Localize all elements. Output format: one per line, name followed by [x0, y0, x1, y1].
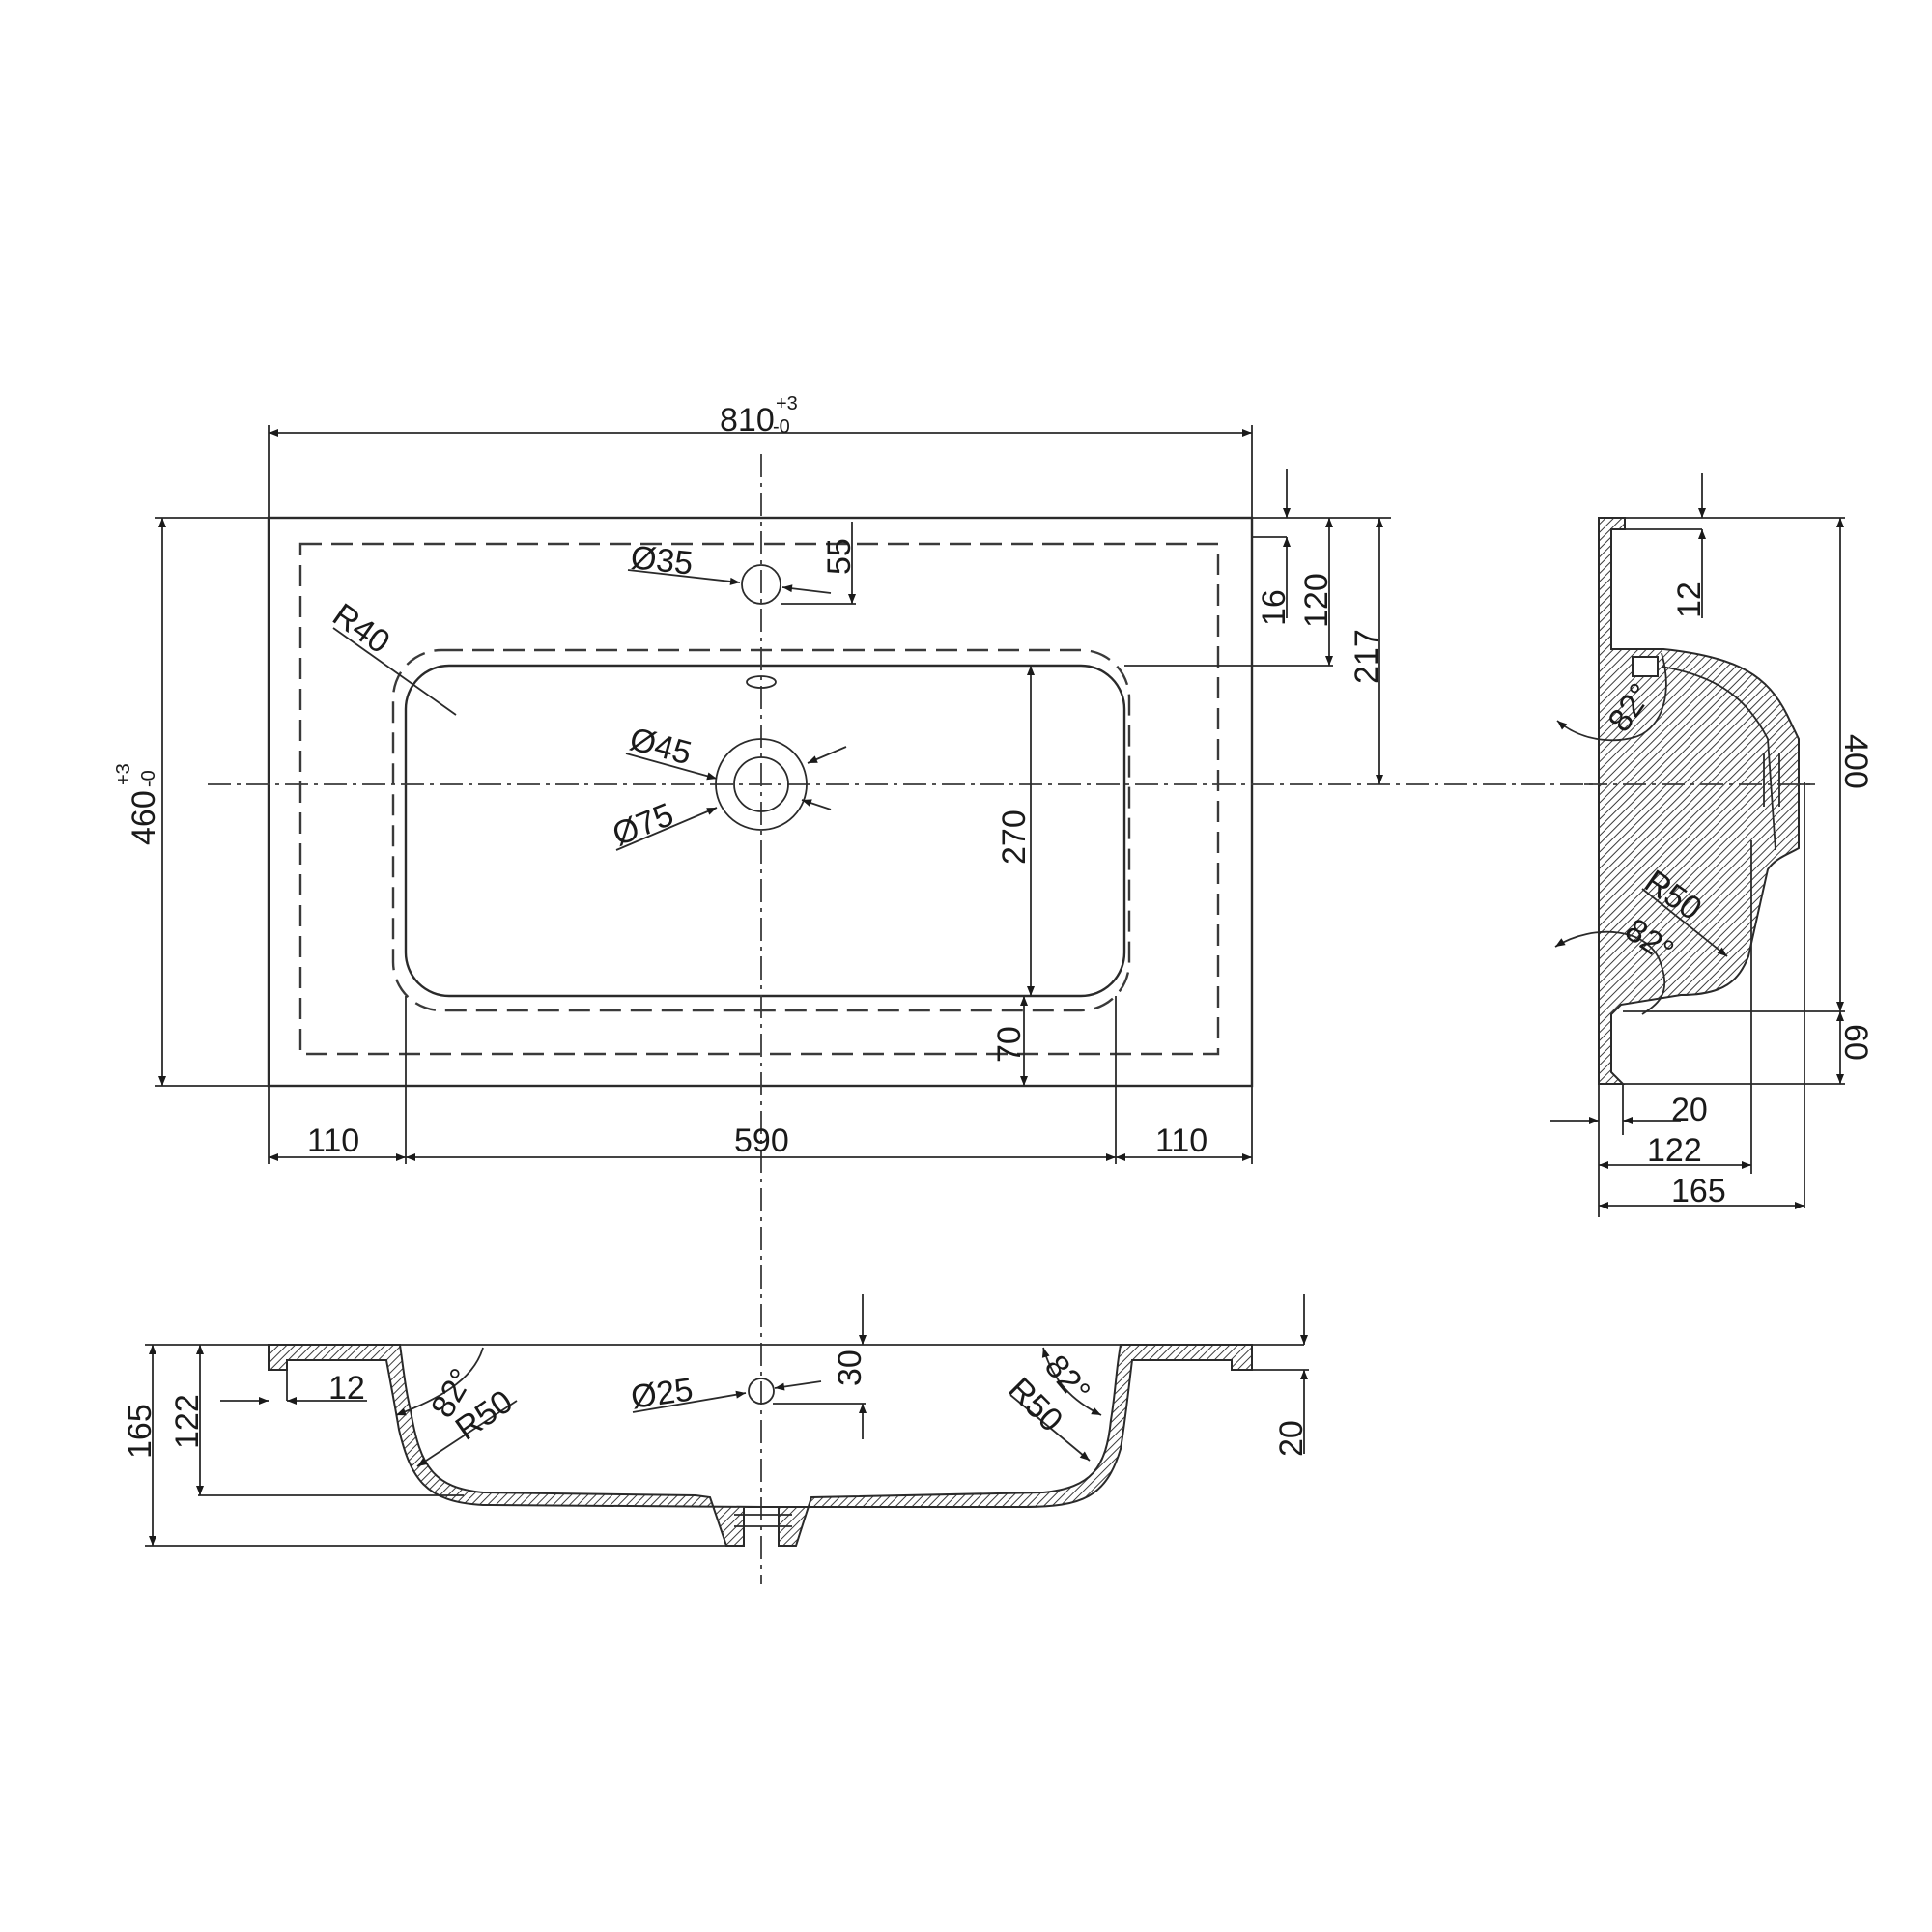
- dim-side-inner-height: 122: [1647, 1132, 1702, 1169]
- dim-overflow-offset: 30: [832, 1350, 868, 1386]
- drain-inner: [733, 756, 789, 812]
- dim-front-rim-thickness: 20: [1273, 1420, 1310, 1457]
- dim-overall-width: 810: [720, 402, 775, 439]
- dim-bowl-width: 590: [734, 1122, 789, 1159]
- dim-front-overall-height: 165: [122, 1404, 158, 1459]
- dim-front-lip: 12: [328, 1370, 365, 1406]
- drain-outer: [715, 738, 808, 831]
- dim-side-depth: 400: [1837, 734, 1874, 789]
- dim-side-lip: 12: [1671, 582, 1708, 618]
- front-view: 165 122 12 82° R50 Ø25 30 82° R50: [122, 1294, 1310, 1547]
- dim-overall-depth-tol-minus: -0: [138, 770, 159, 787]
- basin-outline: [267, 516, 1254, 1088]
- dim-side-margin-right: 110: [1155, 1122, 1208, 1159]
- dim-overall-width-tol-plus: +3: [776, 393, 798, 414]
- overflow-slot: [746, 675, 777, 689]
- dim-corner-radius: R40: [326, 596, 396, 661]
- dim-rim-thickness: 16: [1256, 589, 1293, 626]
- dim-drain-inner: Ø45: [626, 721, 696, 772]
- dim-bowl-depth: 270: [996, 810, 1033, 865]
- dim-tap-to-bowl: 120: [1298, 573, 1335, 628]
- dim-bowl-front-gap: 70: [991, 1026, 1028, 1063]
- tap-hole: [741, 564, 781, 605]
- dim-side-front-lip: 60: [1837, 1024, 1874, 1061]
- dim-back-to-drain: 217: [1349, 629, 1385, 684]
- side-view: 12 82° R50 82° 400 60 20 122 165: [1550, 473, 1874, 1217]
- underside-outline: [298, 542, 1220, 1056]
- dim-tap-offset: 55: [821, 538, 858, 575]
- dim-drain-outer: Ø75: [608, 796, 679, 853]
- dim-overall-width-tol-minus: -0: [773, 416, 790, 438]
- dim-overall-depth-tol-plus: +3: [113, 763, 134, 785]
- dim-front-inner-height: 122: [169, 1394, 206, 1449]
- side-section-profile: [1598, 517, 1800, 1085]
- bowl-inner: [404, 664, 1126, 998]
- dim-side-overall-height: 165: [1671, 1173, 1726, 1209]
- dim-tap-hole: Ø35: [629, 539, 695, 582]
- front-section-profile: [268, 1344, 1253, 1547]
- dim-overflow-hole: Ø25: [629, 1371, 696, 1416]
- dim-overall-depth: 460: [126, 790, 162, 845]
- overflow-hole: [748, 1378, 775, 1405]
- top-view: 810 +3 -0 460 +3 -0 Ø35 55 R40 Ø45 Ø75: [113, 393, 1816, 1584]
- dim-side-margin-left: 110: [307, 1122, 359, 1159]
- dim-side-wall: 20: [1671, 1092, 1708, 1128]
